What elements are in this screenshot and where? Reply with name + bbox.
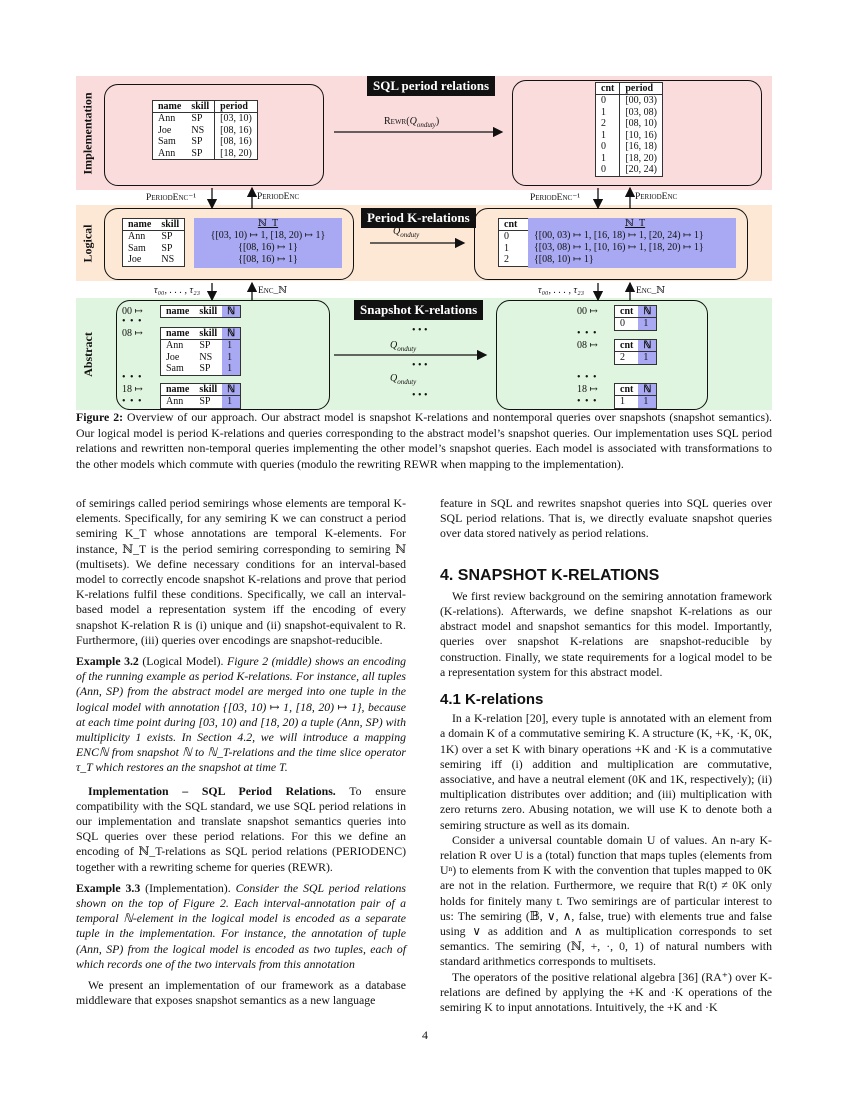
table-row: 1[18, 20) bbox=[596, 152, 663, 164]
encn-right: Enc_ℕ bbox=[636, 286, 665, 296]
abstract-query-label-1: Qonduty bbox=[390, 340, 417, 353]
tau-right: τ₀₀, . . . , τ₂₃ bbox=[538, 285, 585, 296]
table-row: 2 bbox=[504, 254, 509, 265]
abs-left-dots-2: • • • bbox=[122, 372, 143, 383]
impl-right-box bbox=[512, 80, 762, 186]
abs-left-t08: 08 ↦ bbox=[122, 328, 143, 339]
encn-left: Enc_ℕ bbox=[258, 286, 287, 296]
table-row: 0[20, 24) bbox=[596, 164, 663, 176]
abstract-left-box bbox=[116, 300, 330, 410]
periodenc-inverse-right: PeriodEnc⁻¹ bbox=[530, 193, 581, 203]
page-number: 4 bbox=[422, 1028, 428, 1042]
abs-right-t08: 08 ↦ bbox=[577, 340, 598, 351]
abs-left-dots-1: • • • bbox=[122, 316, 143, 327]
subsection-heading-4-1: 4.1 K-relations bbox=[440, 691, 544, 709]
caption-label: Figure 2: bbox=[76, 410, 124, 424]
figure-caption: Figure 2: Overview of our approach. Our … bbox=[76, 410, 772, 472]
paragraph: The operators of the positive relational… bbox=[440, 969, 772, 1015]
table-row: 0[16, 18) bbox=[596, 141, 663, 153]
rewr-label: Rewr(Qonduty) bbox=[384, 116, 440, 129]
paragraph: We present an implementation of our fram… bbox=[76, 978, 406, 1008]
periodenc-inverse-left: PeriodEnc⁻¹ bbox=[146, 193, 197, 203]
tau-left: τ₀₀, . . . , τ₂₃ bbox=[154, 285, 201, 296]
title-period-k-relations: Period K-relations bbox=[361, 208, 476, 228]
abs-right-dots-1: • • • bbox=[577, 328, 598, 339]
table-row: 1[03, 08) bbox=[596, 106, 663, 118]
paragraph: of semirings called period semirings who… bbox=[76, 496, 406, 647]
abs-left-t00: 00 ↦ bbox=[122, 306, 143, 317]
periodenc-left: PeriodEnc bbox=[257, 192, 300, 202]
title-snapshot-k-relations: Snapshot K-relations bbox=[354, 300, 484, 320]
table-row: 0[00, 03) bbox=[596, 94, 663, 107]
table-row: 0 bbox=[504, 231, 509, 242]
paragraph: Consider a universal countable domain U … bbox=[440, 832, 772, 969]
implementation-paragraph: Implementation – SQL Period Relations. T… bbox=[76, 783, 406, 874]
table-row: 1 bbox=[504, 242, 509, 254]
table-row: 1[10, 16) bbox=[596, 129, 663, 141]
paragraph: In a K-relation [20], every tuple is ann… bbox=[440, 711, 772, 832]
example-3-2: Example 3.2 (Logical Model). Figure 2 (m… bbox=[76, 654, 406, 775]
paragraph: feature in SQL and rewrites snapshot que… bbox=[440, 496, 772, 541]
abs-right-t00: 00 ↦ bbox=[577, 306, 598, 317]
abs-right-dots-3: • • • bbox=[577, 396, 598, 407]
logical-right-box bbox=[474, 208, 748, 280]
abs-right-dots-2: • • • bbox=[577, 372, 598, 383]
logical-query-label: Qonduty bbox=[393, 226, 420, 239]
logical-left-box bbox=[104, 208, 354, 280]
right-column: feature in SQL and rewrites snapshot que… bbox=[440, 496, 772, 1015]
abs-right-t18: 18 ↦ bbox=[577, 384, 598, 395]
logical-right-annotations: ℕ_T {[00, 03) ↦ 1, [16, 18) ↦ 1, [20, 24… bbox=[528, 218, 736, 268]
section-heading-4: 4. SNAPSHOT K-RELATIONS bbox=[440, 566, 660, 584]
abstract-right-box bbox=[496, 300, 708, 410]
periodenc-right: PeriodEnc bbox=[635, 192, 678, 202]
caption-text: Overview of our approach. Our abstract m… bbox=[76, 410, 773, 471]
table-row: 2[08, 10) bbox=[596, 118, 663, 130]
abs-mid-dots-1: • • • bbox=[412, 325, 428, 336]
abstract-query-label-2: Qonduty bbox=[390, 373, 417, 386]
example-3-3: Example 3.3 (Implementation). Consider t… bbox=[76, 880, 406, 971]
abs-mid-dots-3: • • • bbox=[412, 390, 428, 401]
logical-left-annotations: ℕ_T {[03, 10) ↦ 1, [18, 20) ↦ 1} {[08, 1… bbox=[194, 218, 342, 268]
paragraph: We first review background on the semiri… bbox=[440, 588, 772, 679]
abs-left-t18: 18 ↦ bbox=[122, 384, 143, 395]
left-column: of semirings called period semirings who… bbox=[76, 496, 406, 1009]
impl-left-box bbox=[104, 84, 324, 186]
abs-mid-dots-2: • • • bbox=[412, 360, 428, 371]
title-sql-period-relations: SQL period relations bbox=[367, 76, 496, 96]
abs-left-dots-3: • • • bbox=[122, 396, 143, 407]
